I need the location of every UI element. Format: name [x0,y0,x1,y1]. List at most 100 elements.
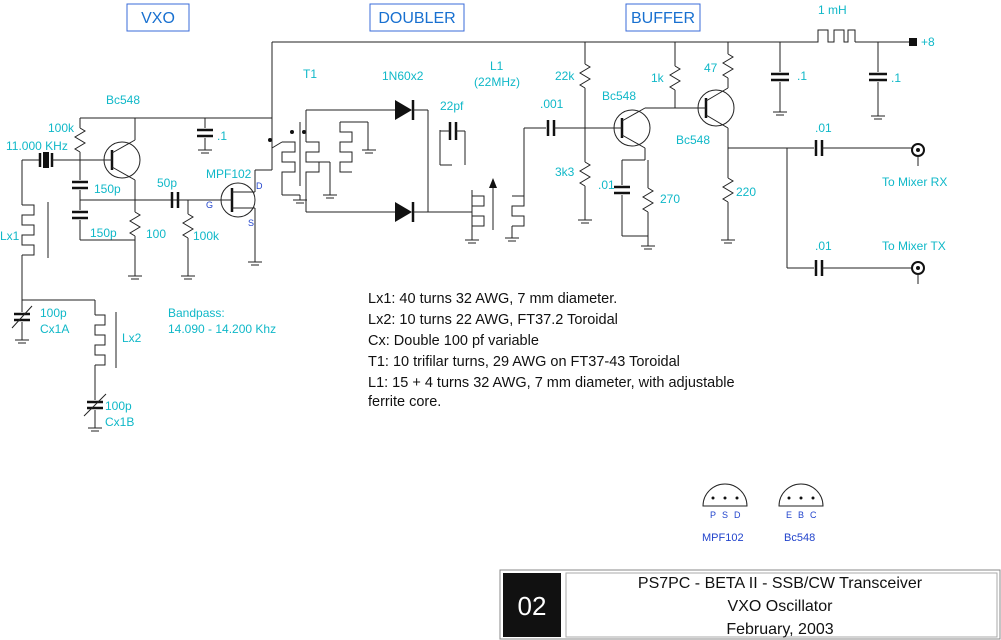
label-q3: Bc548 [676,133,710,147]
transformer-t1 [268,109,395,213]
label-cx1b-val: 100p [105,399,132,413]
label-l1-freq: (22MHz) [474,75,520,89]
label-c1c: .1 [891,71,901,85]
label-fet: MPF102 [206,167,252,181]
svg-text:VXO: VXO [141,10,175,27]
label-cx1a: Cx1A [40,322,69,336]
label-fet-s: S [248,218,254,228]
transistor-q3 [675,78,735,148]
cap-1-vxo [197,118,213,154]
label-q1: Bc548 [106,93,140,107]
fet-mpf102 [215,169,272,266]
label-mixer-rx: To Mixer RX [882,175,947,189]
pin-label: P [710,510,716,520]
title-line-2: VXO Oscillator [728,598,834,615]
pin-label: D [734,510,741,520]
cap-cx1b [83,393,107,432]
transformer-t1-sec [339,121,376,173]
power-rail [271,29,917,148]
label-c001: .001 [540,97,564,111]
label-pinout-mpf102: MPF102 [702,532,744,544]
diode-bottom [395,202,428,222]
resistor-220 [721,148,735,244]
resistor-100k-bias [74,117,135,180]
label-q2: Bc548 [602,89,636,103]
label-r100k-b: 100k [193,229,220,243]
note-line: Cx: Double 100 pf variable [368,333,539,349]
section-vxo: VXO [126,3,190,32]
note-line: Lx1: 40 turns 32 AWG, 7 mm diameter. [368,291,617,307]
pinout-bc548: E B C Bc548 [778,483,824,544]
label-fet-g: G [206,200,213,210]
label-r47: 47 [704,61,718,75]
resistor-3k3 [578,161,592,224]
label-r22k: 22k [555,69,575,83]
label-c01a: .01 [598,178,615,192]
label-c1a: .1 [217,129,227,143]
pin-label: B [798,510,804,520]
label-r100k-a: 100k [48,121,75,135]
label-c22pf: 22pf [440,99,464,113]
label-r100: 100 [146,227,166,241]
component-notes: Lx1: 40 turns 32 AWG, 7 mm diameter. Lx2… [368,291,735,410]
label-r3k3: 3k3 [555,165,575,179]
crystal [22,152,80,168]
label-crystal: 11.000 KHz [6,139,68,153]
label-fet-d: D [256,181,263,191]
transistor-q1 [80,117,272,200]
label-c1b: .1 [797,69,807,83]
note-line: T1: 10 trifilar turns, 29 AWG on FT37-43… [368,354,680,370]
resistor-47 [722,42,734,79]
title-block: 02 PS7PC - BETA II - SSB/CW Transceiver … [499,569,1001,640]
pin-label: C [810,510,817,520]
section-doubler: DOUBLER [369,3,465,32]
label-r220: 220 [736,185,756,199]
cap-rail-1 [771,42,789,116]
resistor-100k-gate [181,200,195,280]
label-lx2: Lx2 [122,331,142,345]
inductor-lx2 [94,300,117,400]
label-c150p-b: 150p [90,226,117,240]
cap-150p-b [72,199,188,241]
svg-text:DOUBLER: DOUBLER [378,10,455,27]
inductor-l1 [465,128,525,244]
output-rx [728,140,925,166]
cap-001 [524,120,618,136]
label-mixer-tx: To Mixer TX [882,239,946,253]
label-bandpass-range: 14.090 - 14.200 Khz [168,322,276,336]
label-l1: L1 [490,59,504,73]
label-cx1b: Cx1B [105,415,134,429]
label-t1: T1 [303,67,317,81]
title-line-1: PS7PC - BETA II - SSB/CW Transceiver [638,575,923,592]
section-buffer: BUFFER [625,3,701,32]
title-line-3: February, 2003 [726,621,833,638]
label-lx1: Lx1 [0,229,20,243]
inductor-lx1 [21,160,49,300]
output-tx [786,148,925,284]
label-diodes: 1N60x2 [382,69,424,83]
pinout-mpf102: P S D MPF102 [702,483,748,544]
pin-label: S [722,510,728,520]
resistor-100 [128,200,142,280]
note-line: ferrite core. [368,394,441,410]
cap-150p-a [72,180,88,200]
resistor-1k [669,42,681,108]
cap-rail-2 [869,42,887,120]
label-bandpass-title: Bandpass: [168,306,225,320]
note-line: Lx2: 10 turns 22 AWG, FT37.2 Toroidal [368,312,618,328]
label-1mh: 1 mH [818,3,847,17]
label-c01-tx: .01 [815,239,832,253]
label-plus8: +8 [921,35,935,49]
sheet-number: 02 [518,591,547,621]
note-line: L1: 15 + 4 turns 32 AWG, 7 mm diameter, … [368,375,735,391]
label-r1k: 1k [651,71,665,85]
cap-50p [170,192,215,208]
diode-top [395,100,428,120]
resistor-22k [579,42,591,162]
pin-label: E [786,510,792,520]
transistor-q2 [613,107,675,160]
svg-text:BUFFER: BUFFER [631,10,695,27]
emitter-network-q2 [614,159,655,250]
label-pinout-bc548: Bc548 [784,532,815,544]
